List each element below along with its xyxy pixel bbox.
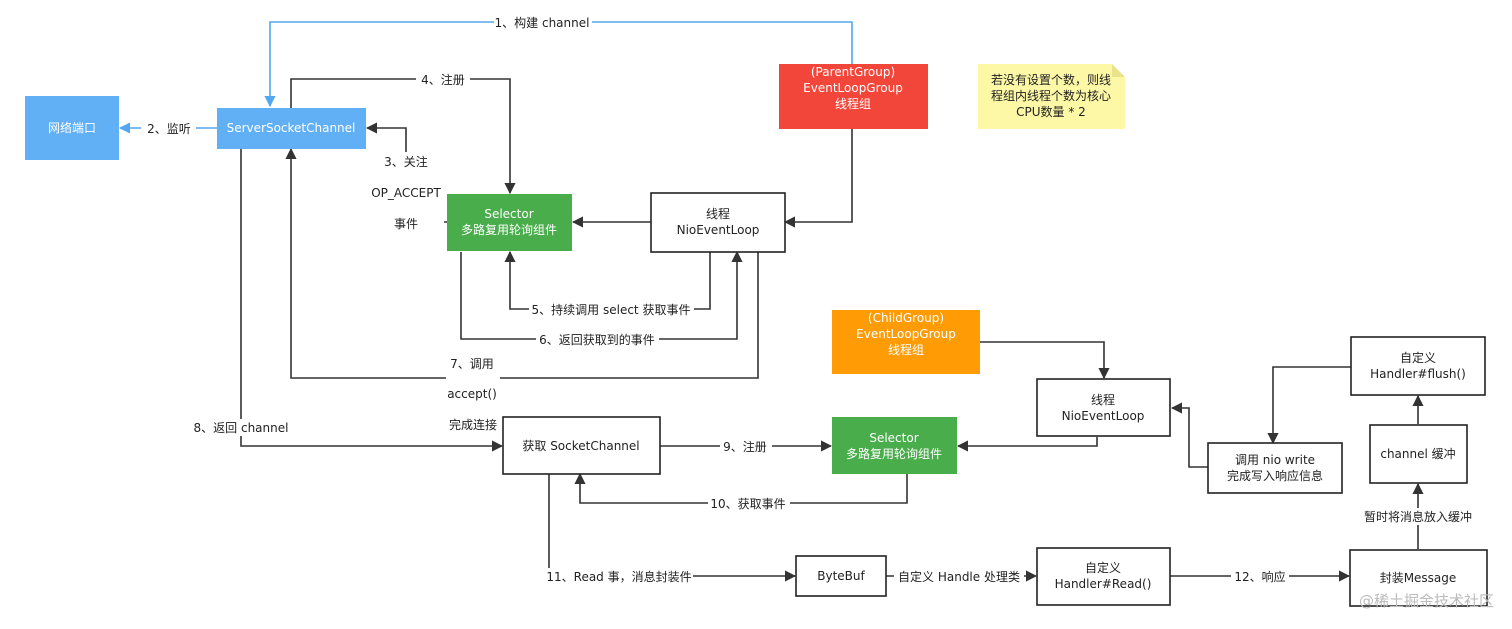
node-get-socket-channel-text: 获取 SocketChannel	[522, 439, 639, 453]
label-return-channel: 8、返回 channel	[194, 421, 289, 435]
node-read-handler: 自定义 Handler#Read()	[1036, 547, 1171, 606]
node-text-line: CPU数量 * 2	[1016, 104, 1086, 119]
label-buffer-msg: 暂时将消息放入缓冲	[1364, 509, 1472, 524]
watermark: @稀土掘金技术社区	[1359, 592, 1494, 610]
node-thread-bottom-text: 线程 NioEventLoop	[1062, 392, 1145, 423]
node-channel-buffer-text: channel 缓冲	[1380, 446, 1455, 461]
node-text-line: NioEventLoop	[677, 223, 760, 237]
edge-call-accept	[285, 147, 759, 379]
label-respond: 12、响应	[1234, 569, 1285, 584]
node-text-line: 多路复用轮询组件	[461, 222, 557, 237]
node-text-line: Selector	[484, 207, 533, 221]
node-text-line: 多路复用轮询组件	[846, 446, 942, 461]
node-bytebuf: ByteBuf	[795, 555, 887, 597]
node-network-port: 网络端口	[25, 96, 119, 160]
node-text-line: ServerSocketChannel	[227, 121, 356, 135]
node-text-line: 线程	[706, 206, 730, 221]
node-thread-bottom: 线程 NioEventLoop	[1036, 378, 1171, 437]
label-poll-select: 5、持续调用 select 获取事件	[532, 302, 691, 317]
node-text-line: 自定义	[1085, 560, 1121, 575]
node-text-line: 完成写入响应信息	[1227, 468, 1323, 483]
node-text-line: Selector	[869, 431, 918, 445]
node-get-socket-channel: 获取 SocketChannel	[502, 416, 661, 475]
node-network-port-text: 网络端口	[48, 120, 96, 135]
node-server-socket-channel: ServerSocketChannel	[217, 108, 366, 149]
label-complete-conn: 完成连接	[449, 417, 497, 432]
label-return-events: 6、返回获取到的事件	[539, 332, 655, 347]
edge-return-events	[460, 250, 743, 340]
edge-parent-to-thread	[783, 129, 853, 228]
node-text-line: 自定义	[1400, 350, 1436, 365]
node-text-line: ByteBuf	[817, 569, 865, 583]
node-text-line: 调用 nio write	[1235, 453, 1315, 467]
label-custom-handle: 自定义 Handle 处理类	[898, 569, 1020, 584]
label-focus-1: 3、关注	[384, 154, 428, 169]
node-channel-buffer: channel 缓冲	[1369, 424, 1468, 484]
label-focus-2: OP_ACCEPT	[371, 186, 441, 200]
node-wrap-message: 封装Message	[1349, 549, 1488, 607]
label-call-accept-1: 7、调用	[450, 357, 494, 371]
label-read-event: 11、Read 事，消息封装件	[546, 569, 691, 584]
label-focus-3: 事件	[394, 217, 418, 231]
node-text-line: 网络端口	[48, 120, 96, 135]
node-text-line: 线程组	[888, 342, 924, 357]
node-bytebuf-text: ByteBuf	[817, 569, 865, 583]
node-flush-handler-text: 自定义 Handler#flush()	[1370, 350, 1466, 381]
node-text-line: EventLoopGroup	[803, 81, 903, 95]
node-text-line: (ChildGroup)	[868, 311, 944, 325]
node-thread-top-text: 线程 NioEventLoop	[677, 206, 760, 237]
node-text-line: 程组内线程个数为核心	[991, 88, 1111, 103]
edge-flush-to-write	[1267, 366, 1351, 445]
node-flush-handler: 自定义 Handler#flush()	[1350, 336, 1486, 396]
node-text-line: channel 缓冲	[1380, 446, 1455, 461]
edge-read-event	[548, 474, 797, 582]
node-read-handler-text: 自定义 Handler#Read()	[1055, 560, 1152, 591]
node-text-line: 封装Message	[1380, 571, 1457, 585]
label-listen: 2、监听	[147, 122, 191, 136]
node-text-line: 若没有设置个数，则线	[991, 72, 1111, 87]
edge-register-top	[290, 78, 516, 195]
label-build-channel: 1、构建 channel	[495, 15, 590, 30]
node-thread-top: 线程 NioEventLoop	[650, 192, 786, 253]
edge-thread-to-selector-bottom	[956, 437, 1098, 452]
edge-build-channel	[264, 21, 853, 108]
edge-child-to-thread	[980, 341, 1110, 380]
node-wrap-message-text: 封装Message	[1380, 571, 1457, 585]
node-server-socket-channel-text: ServerSocketChannel	[227, 121, 356, 135]
node-text-line: 获取 SocketChannel	[522, 439, 639, 453]
node-text-line: (ParentGroup)	[811, 65, 895, 79]
edge-poll-select	[504, 250, 711, 310]
label-call-accept-2: accept()	[447, 387, 497, 401]
node-text-line: NioEventLoop	[1062, 409, 1145, 423]
node-text-line: Handler#Read()	[1055, 577, 1152, 591]
node-text-line: Handler#flush()	[1370, 367, 1466, 381]
label-register-top: 4、注册	[421, 72, 465, 87]
label-get-events: 10、获取事件	[710, 497, 785, 511]
node-text-line: 线程组	[835, 96, 871, 111]
edge-return-channel	[240, 149, 504, 452]
label-register-bottom: 9、注册	[723, 439, 767, 454]
node-text-line: EventLoopGroup	[856, 327, 956, 341]
edge-write-to-thread	[1170, 402, 1208, 468]
node-text-line: 线程	[1091, 392, 1115, 407]
